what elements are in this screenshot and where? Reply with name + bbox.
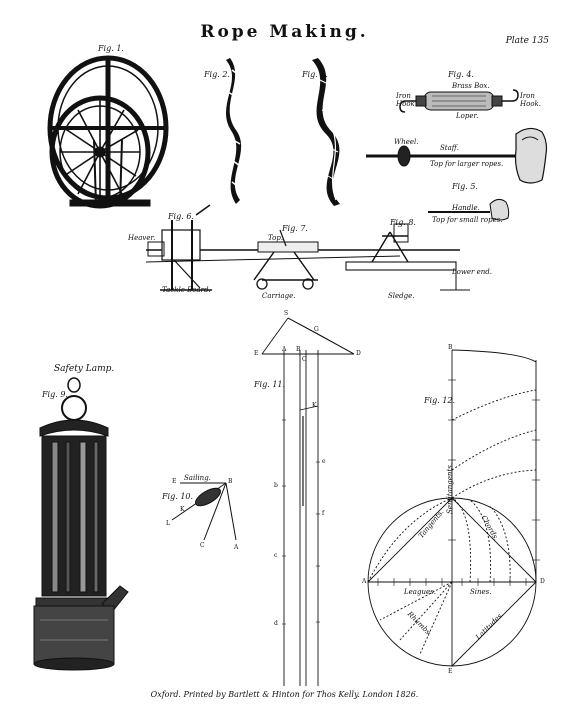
fig9-label: Fig. 9. <box>42 390 68 399</box>
fig2-label: Fig. 2. <box>204 70 230 79</box>
fig11-letter-e-small: e <box>322 458 326 465</box>
fig12-label: Fig. 12. <box>424 396 456 405</box>
fig11-letter-s: S <box>284 310 289 317</box>
fig11-letter-c: C <box>302 356 307 363</box>
handle-label: Handle. <box>452 204 480 212</box>
sailing-label: Sailing. <box>184 474 211 482</box>
semitangents-label: Semitangents. <box>446 462 454 514</box>
fig11-letter-g: G <box>314 326 319 333</box>
fig4-loper <box>399 89 519 113</box>
safety-lamp-label: Safety Lamp. <box>54 364 115 374</box>
fig10-label: Fig. 10. <box>162 492 194 501</box>
fig8-label: Fig. 8. <box>390 218 416 227</box>
fig10-sailing <box>171 482 237 541</box>
fig6-8-rope-walk <box>145 204 470 291</box>
fig3-twisted-rope <box>312 58 340 206</box>
fig12-letter-a: A <box>362 578 367 585</box>
fig6-label: Fig. 6. <box>168 212 194 221</box>
fig12-gunter-scale <box>367 349 540 667</box>
fig11-scale <box>261 317 355 686</box>
fig10-letter-l: L <box>166 520 170 527</box>
fig5-top <box>366 127 548 221</box>
top-larger-label: Top for larger ropes. <box>430 160 504 168</box>
fig10-letter-k: K <box>180 506 185 513</box>
fig12-letter-e: E <box>448 668 453 675</box>
fig11-letter-k: K <box>312 402 317 409</box>
plate-title: Rope Making. <box>200 22 369 42</box>
brass-box-label: Brass Box. <box>452 82 490 90</box>
iron-hook-right-label: Iron Hook. <box>520 92 541 108</box>
fig9-safety-lamp <box>33 377 129 671</box>
fig1-spinning-wheel <box>47 55 169 209</box>
fig11-letter-b-small: b <box>274 482 278 489</box>
fig11-label: Fig. 11. <box>254 380 286 389</box>
fig10-letter-a: A <box>234 544 239 551</box>
sines-label: Sines. <box>470 588 492 596</box>
sledge-label: Sledge. <box>388 292 415 300</box>
wheel-label: Wheel. <box>394 138 419 146</box>
plate-number: Plate 135 <box>505 36 549 46</box>
fig10-letter-c: C <box>200 542 205 549</box>
fig11-letter-d-small: d <box>274 620 278 627</box>
fig4-label: Fig. 4. <box>448 70 474 79</box>
fig11-letter-d: D <box>356 350 361 357</box>
fig10-letter-b: B <box>228 478 233 485</box>
lower-end-label: Lower end. <box>452 268 492 276</box>
fig10-letter-e: E <box>172 478 177 485</box>
fig2-rope-strand <box>226 58 242 204</box>
fig11-letter-b: B <box>296 346 301 353</box>
top-label: Top. <box>268 234 284 242</box>
tackle-board-label: Tackle Board. <box>162 286 211 294</box>
fig12-letter-d: D <box>540 578 545 585</box>
leagues-label: Leagues. <box>404 588 436 596</box>
fig7-label: Fig. 7. <box>282 224 308 233</box>
staff-label: Staff. <box>440 144 459 152</box>
printer-imprint: Oxford. Printed by Bartlett & Hinton for… <box>150 690 419 699</box>
fig12-letter-b: B <box>448 344 453 351</box>
fig11-letter-e: E <box>254 350 259 357</box>
fig11-letter-c-small: c <box>274 552 278 559</box>
fig11-letter-a: A <box>282 346 287 353</box>
fig3-label: Fig. 3. <box>302 70 328 79</box>
fig5-label: Fig. 5. <box>452 182 478 191</box>
loper-label: Loper. <box>456 112 479 120</box>
fig1-label: Fig. 1. <box>98 44 124 53</box>
top-small-label: Top for small ropes. <box>432 216 503 224</box>
fig11-letter-f-small: f <box>322 510 325 517</box>
heaver-label: Heaver. <box>128 234 156 242</box>
iron-hook-left-label: Iron Hook. <box>396 92 417 108</box>
carriage-label: Carriage. <box>262 292 296 300</box>
